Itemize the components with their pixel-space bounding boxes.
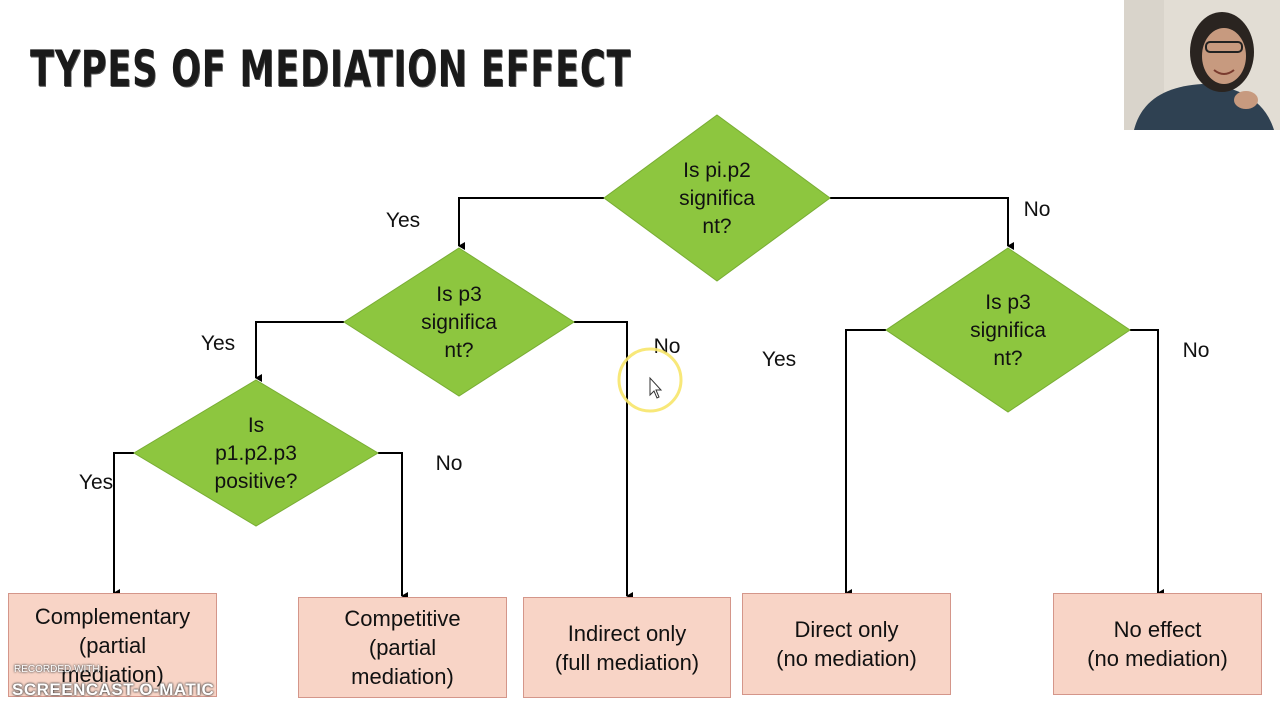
outcome-complementary: Complementary (partial mediation) [8, 593, 217, 697]
mouse-pointer-icon [649, 376, 663, 399]
decision-diamond [885, 247, 1131, 413]
edge-label-d3-yes: Yes [762, 348, 796, 371]
cursor-highlight [617, 347, 683, 413]
edge-label-d1-no: No [1024, 198, 1051, 221]
decision-label-line: positive? [215, 470, 298, 493]
connector-d3-yes [845, 329, 886, 597]
outcome-no-effect: No effect (no mediation) [1053, 593, 1262, 695]
outcome-direct-only: Direct only (no mediation) [742, 593, 951, 695]
outcome-indirect-only: Indirect only (full mediation) [523, 597, 731, 698]
decision-diamond [603, 114, 831, 282]
edge-label-d2-yes: Yes [201, 332, 235, 355]
outcome-competitive: Competitive (partial mediation) [298, 597, 507, 698]
connector-d2-no [574, 321, 633, 600]
screencast-watermark: RECORDED WITH SCREENCAST-O-MATIC [12, 662, 222, 712]
connector-d2-yes [255, 321, 344, 382]
watermark-small-text: RECORDED WITH [14, 664, 100, 675]
decision-label-line: Is p3 [436, 283, 482, 306]
connectors [113, 197, 1164, 600]
edge-label-d4-yes: Yes [79, 471, 113, 494]
decision-label-line: nt? [444, 339, 473, 362]
decision-d1: Is pi.p2 significa nt? [603, 114, 831, 282]
watermark-big-text: SCREENCAST-O-MATIC [12, 680, 215, 699]
connector-d4-yes [113, 452, 134, 597]
decision-label-line: significa [970, 319, 1046, 342]
edge-label-d1-yes: Yes [386, 209, 420, 232]
connector-d1-yes [458, 197, 604, 250]
slide-title: TYPES OF MEDIATION EFFECT [30, 40, 632, 98]
connector-d4-no [378, 452, 408, 600]
decision-label-line: Is p3 [985, 291, 1031, 314]
decision-label-line: significa [421, 311, 497, 334]
decision-label-line: Is pi.p2 [683, 159, 751, 182]
decision-label-line: nt? [702, 215, 731, 238]
edge-label-d3-no: No [1183, 339, 1210, 362]
webcam-overlay [1124, 0, 1280, 130]
edge-label-d4-no: No [436, 452, 463, 475]
decision-d3: Is p3 significa nt? [885, 247, 1131, 413]
decision-d4: Is p1.p2.p3 positive? [133, 379, 379, 527]
presenter-image [1124, 0, 1280, 130]
decision-label-line: significa [679, 187, 755, 210]
connector-d1-no [830, 197, 1014, 250]
connector-d3-no [1130, 329, 1164, 597]
decision-diamond [133, 379, 379, 527]
decision-diamond [343, 247, 575, 397]
decision-label-line: p1.p2.p3 [215, 442, 297, 465]
decision-label-line: nt? [993, 347, 1022, 370]
decision-d2: Is p3 significa nt? [343, 247, 575, 397]
decision-label-line: Is [248, 414, 264, 437]
